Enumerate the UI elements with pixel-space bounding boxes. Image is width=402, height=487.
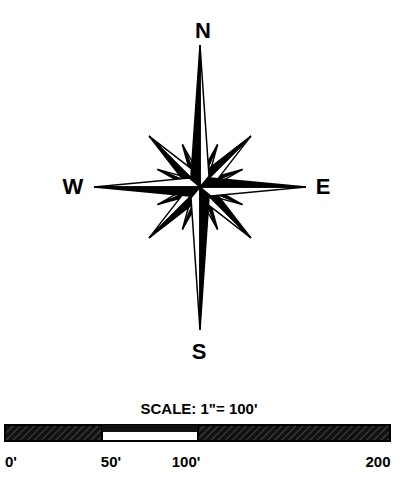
- scale-title: SCALE: 1"= 100': [141, 401, 258, 416]
- rose-point: [94, 187, 200, 196]
- west-letter: W: [63, 176, 84, 198]
- east-letter: E: [316, 176, 331, 198]
- scale-bar: [5, 425, 390, 441]
- rose-point: [200, 187, 209, 330]
- scale-tick-label: 200: [365, 454, 390, 469]
- north-letter: N: [195, 20, 211, 42]
- scale-tick-label: 50': [101, 454, 121, 469]
- rose-point: [200, 45, 209, 187]
- scale-tick-label: 100': [172, 454, 201, 469]
- south-letter: S: [192, 341, 207, 363]
- rose-point: [200, 178, 306, 187]
- rose-point: [191, 45, 200, 187]
- rose-point: [200, 187, 306, 196]
- rose-point: [191, 187, 200, 330]
- rose-point: [94, 178, 200, 187]
- compass-rose: [94, 45, 306, 330]
- scale-tick-label: 0': [5, 454, 17, 469]
